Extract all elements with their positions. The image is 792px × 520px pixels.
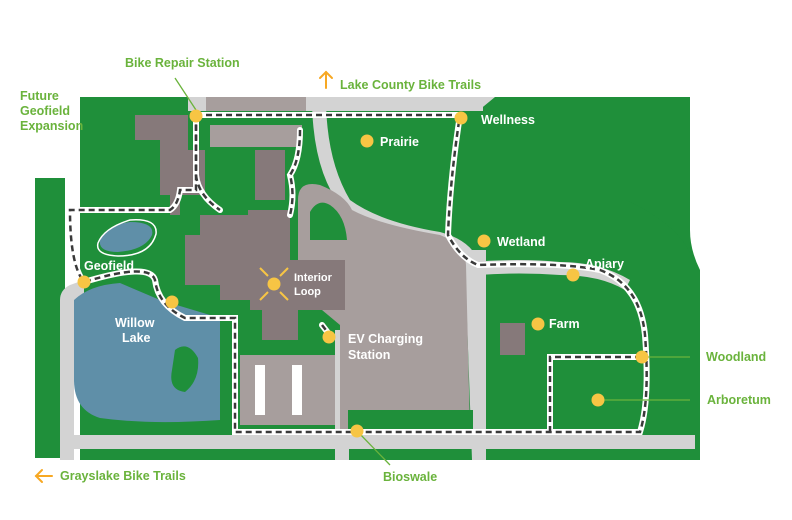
parking-stripes <box>255 365 302 415</box>
label-bioswale: Bioswale <box>383 470 437 484</box>
leader-lines <box>174 77 690 466</box>
label-willow-lake-2: Lake <box>122 331 151 345</box>
marker-willow-lake <box>165 295 179 309</box>
marker-interior-loop <box>267 277 281 291</box>
marker-arboretum <box>591 393 605 407</box>
label-grayslake-bike-trails: Grayslake Bike Trails <box>60 469 186 483</box>
marker-wellness <box>454 111 468 125</box>
label-prairie: Prairie <box>380 135 419 149</box>
marker-geofield <box>77 275 91 289</box>
label-future-geofield-2: Geofield <box>20 104 70 118</box>
marker-bioswale <box>350 424 364 438</box>
arrow-left-icon <box>34 469 53 483</box>
parking-lot <box>206 97 470 432</box>
label-ev-charging-1: EV Charging <box>348 332 423 346</box>
marker-wetland <box>477 234 491 248</box>
marker-bike-repair <box>189 109 203 123</box>
label-future-geofield-3: Expansion <box>20 119 83 133</box>
geofield-pond-edge <box>96 219 157 257</box>
label-future-geofield-1: Future <box>20 89 59 103</box>
label-interior-loop-2: Loop <box>294 286 321 298</box>
label-wetland: Wetland <box>497 235 545 249</box>
interior-loop-icon <box>259 267 289 301</box>
parking-island <box>310 202 347 240</box>
label-geofield: Geofield <box>84 259 134 273</box>
label-willow-lake-1: Willow <box>115 316 155 330</box>
marker-prairie <box>360 134 374 148</box>
marker-apiary <box>566 268 580 282</box>
arrow-up-icon <box>319 70 333 89</box>
point-markers <box>77 109 649 438</box>
label-ev-charging-2: Station <box>348 348 390 362</box>
label-interior-loop-1: Interior <box>294 272 333 284</box>
geofield-pond <box>99 222 153 252</box>
label-wellness: Wellness <box>481 113 535 127</box>
marker-farm <box>531 317 545 331</box>
label-apiary: Apiary <box>585 257 624 271</box>
label-bike-repair-station: Bike Repair Station <box>125 56 240 70</box>
label-lake-county-bike-trails: Lake County Bike Trails <box>340 78 481 92</box>
marker-woodland <box>635 350 649 364</box>
label-woodland: Woodland <box>706 350 766 364</box>
label-farm: Farm <box>549 317 580 331</box>
label-arboretum: Arboretum <box>707 393 771 407</box>
marker-ev-charging <box>322 330 336 344</box>
